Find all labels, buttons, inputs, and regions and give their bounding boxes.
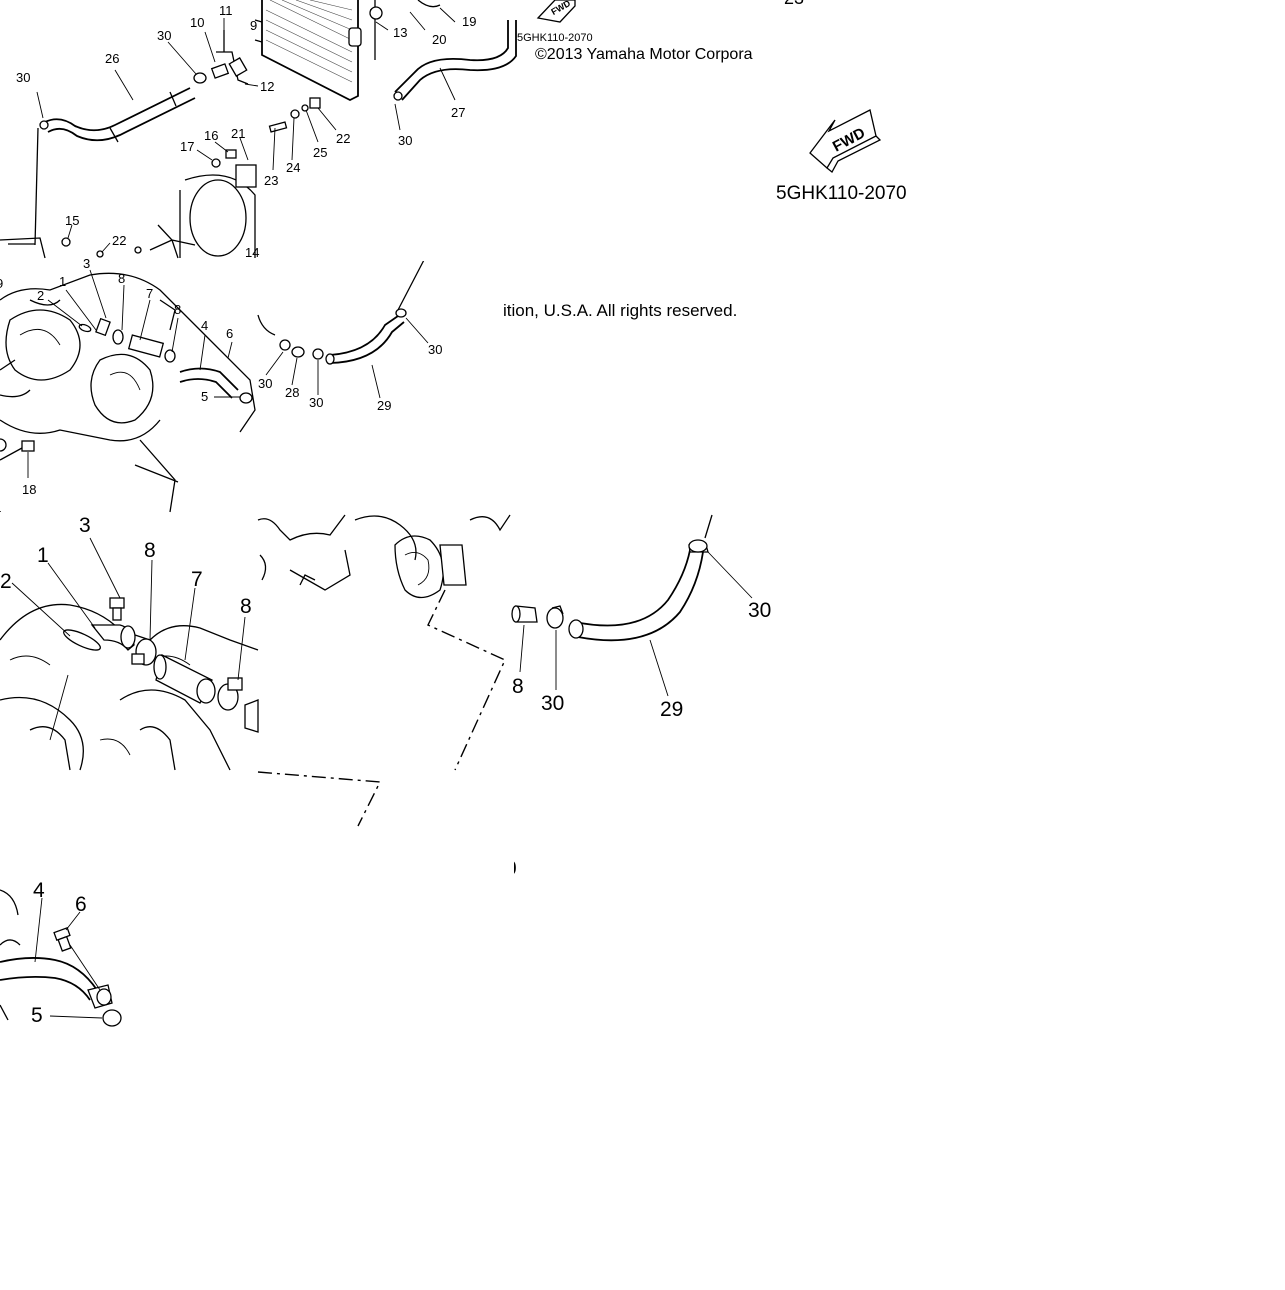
callout: 22 [112,233,126,248]
callout: 16 [204,128,218,143]
tile-engine-closeup [257,514,511,827]
tile-edge-mask [490,850,514,882]
callout: 15 [65,213,79,228]
callout: 20 [432,32,446,47]
callout: 7 [146,286,153,301]
callout: 7 [191,568,203,591]
callout: 3 [79,514,91,537]
callout: 1 [37,544,49,567]
tile-top: 11 10 9 30 26 30 12 13 19 20 27 30 23 24… [0,0,593,260]
callout: 10 [190,15,204,30]
callout: 28 [285,385,299,400]
callout: 30 [258,376,272,391]
fragment-23: 23 [784,0,804,8]
callout: 17 [180,139,194,154]
tile-mid: 3 1 8 2 7 8 4 6 5 9 18 4 30 28 30 29 30 [0,256,442,517]
callout: 4 [201,318,208,333]
callout: 8 [174,302,181,317]
callout: 3 [83,256,90,271]
callout: 30 [157,28,171,43]
callout: 24 [286,160,300,175]
callout: 30 [309,395,323,410]
fwd-arrow-icon: FWD [536,0,576,23]
tile-zoom: 3 1 8 2 7 8 [0,514,259,771]
callout: 23 [264,173,278,188]
callout: 6 [75,893,87,916]
callout: 5 [201,389,208,404]
callout: 5 [31,1004,43,1027]
callout: 30 [748,599,771,622]
callout: 18 [22,482,36,497]
callout: 8 [118,271,125,286]
callout: 26 [105,51,119,66]
callout: 9 [0,276,3,291]
tile-edge-mask [258,255,518,261]
fwd-arrow-icon-large: FWD [809,109,882,173]
diagram-code-large: 5GHK110-2070 [776,183,907,204]
callout: 4 [0,502,1,517]
copyright-line1: ©2013 Yamaha Motor Corpora [535,46,753,63]
callout: 4 [33,879,45,902]
callout: 12 [260,79,274,94]
callout: 22 [336,131,350,146]
callout: 8 [512,675,524,698]
copyright-line2: ition, U.S.A. All rights reserved. [503,301,737,320]
callout: 11 [219,3,233,18]
callout: 1 [59,274,66,289]
callout: 19 [462,14,476,29]
callout: 6 [226,326,233,341]
callout: 30 [16,70,30,85]
callout: 8 [240,595,252,618]
callout: 27 [451,105,465,120]
callout: 2 [0,570,12,593]
callout: 9 [250,18,257,33]
callout: 13 [393,25,407,40]
callout: 2 [37,288,44,303]
callout: 30 [428,342,442,357]
tile-edge-mask [772,500,812,640]
callout: 25 [313,145,327,160]
callout: 30 [541,692,564,715]
callout: 29 [660,698,683,721]
tile-hose: 8 30 29 30 [511,514,771,721]
callout: 30 [398,133,412,148]
callout: 8 [144,539,156,562]
callout: 21 [231,126,245,141]
callout: 29 [377,398,391,413]
tile-bottom: 4 6 5 [0,879,122,1027]
diagram-code-small: 5GHK110-2070 [517,32,593,44]
callout: 14 [245,245,259,260]
